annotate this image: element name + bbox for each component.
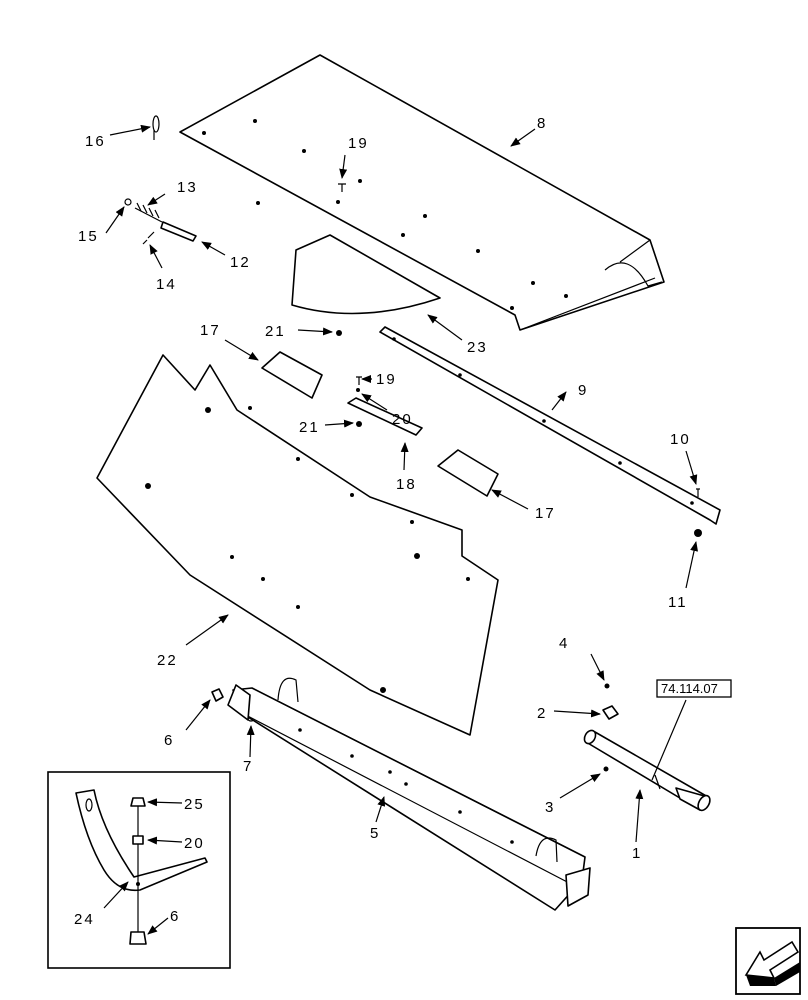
strap xyxy=(347,397,423,436)
callout-11: 11 xyxy=(668,594,688,611)
bracket-lower xyxy=(437,449,499,497)
callout-20-upper: 20 xyxy=(392,411,413,428)
callout-12: 12 xyxy=(230,254,251,271)
small-hardware xyxy=(124,115,702,772)
callout-18: 18 xyxy=(396,476,417,493)
callout-1: 1 xyxy=(632,845,642,862)
leader-lines xyxy=(103,124,698,935)
callout-13: 13 xyxy=(177,179,198,196)
callout-24: 24 xyxy=(74,911,95,928)
callout-25: 25 xyxy=(184,796,205,813)
bracket-upper xyxy=(261,351,323,399)
detail-inset xyxy=(47,771,231,969)
callout-23: 23 xyxy=(467,339,488,356)
callout-7: 7 xyxy=(243,758,253,775)
cover-panel xyxy=(179,54,665,331)
callout-16: 16 xyxy=(85,133,106,150)
side-shield-panel xyxy=(96,354,499,736)
callout-17-upper: 17 xyxy=(200,322,221,339)
callout-9: 9 xyxy=(578,382,588,399)
callout-14: 14 xyxy=(156,276,177,293)
crossbar xyxy=(227,677,591,911)
callout-21-lower: 21 xyxy=(299,419,320,436)
callout-15: 15 xyxy=(78,228,99,245)
reference-box[interactable]: 74.114.07 xyxy=(656,679,732,698)
callout-3: 3 xyxy=(545,799,555,816)
callout-6: 6 xyxy=(164,732,174,749)
callout-21-upper: 21 xyxy=(265,323,286,340)
callout-20-inset: 20 xyxy=(184,835,205,852)
callout-22: 22 xyxy=(157,652,178,669)
tube xyxy=(583,729,711,812)
callout-10: 10 xyxy=(670,431,691,448)
previous-page-arrow-icon[interactable] xyxy=(735,927,801,995)
reference-label: 74.114.07 xyxy=(661,681,718,696)
callout-6-inset: 6 xyxy=(170,908,180,925)
deflector-plate xyxy=(291,234,441,315)
callout-4: 4 xyxy=(559,635,569,652)
callout-17-lower: 17 xyxy=(535,505,556,522)
callout-8: 8 xyxy=(537,115,547,132)
callout-19-upper: 19 xyxy=(348,135,369,152)
callout-5: 5 xyxy=(370,825,380,842)
callout-2: 2 xyxy=(537,705,547,722)
support-rail xyxy=(379,326,721,525)
callout-19-lower: 19 xyxy=(376,371,397,388)
